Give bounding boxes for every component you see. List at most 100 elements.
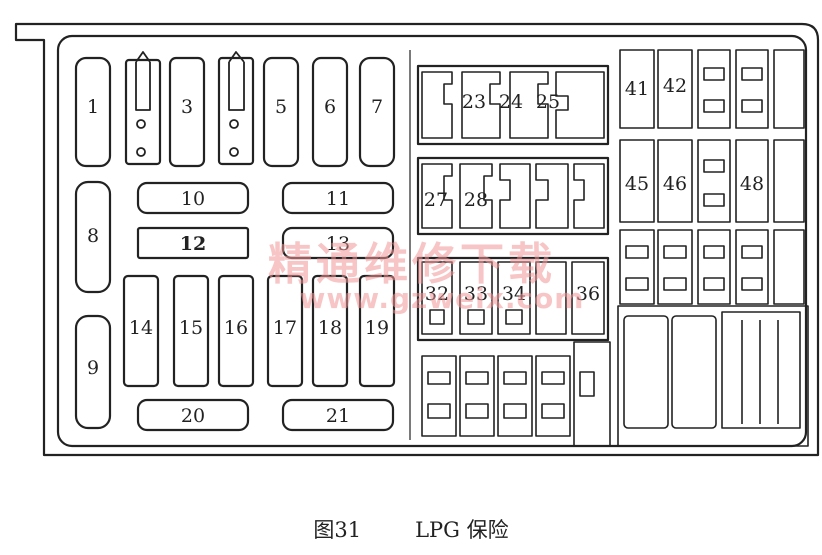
fuse-label-6: 6 (324, 96, 336, 118)
relay-23 (421, 71, 453, 139)
relay-label-32: 32 (425, 283, 449, 305)
relay-label-41: 41 (625, 78, 649, 100)
relay-45 (619, 139, 655, 223)
relay-socket-bottom-2 (459, 355, 495, 437)
fuse-19 (358, 274, 396, 388)
relay-47 (697, 139, 731, 223)
relay-25 (509, 71, 549, 139)
relay-socket-bottom-1 (421, 355, 457, 437)
relay-52 (735, 229, 769, 305)
fuse-label-11: 11 (326, 188, 350, 210)
relay-label-23: 23 (462, 91, 486, 113)
fuse-label-9: 9 (87, 357, 99, 379)
relay-33 (459, 261, 493, 335)
relay-44 (735, 49, 769, 129)
fuse-4 (217, 56, 255, 166)
fuse-label-5: 5 (275, 96, 287, 118)
fuse-label-14: 14 (129, 317, 153, 339)
fuse-box-diagram: 1 3 5 6 7 8 9 10 11 12 13 14 15 16 17 18… (14, 22, 820, 457)
connector-bottom-center (573, 341, 611, 447)
fuse-label-15: 15 (179, 317, 203, 339)
fuse-label-7: 7 (371, 96, 383, 118)
fuse-21 (281, 398, 395, 432)
fuse-6 (311, 56, 349, 168)
relay-label-33: 33 (464, 283, 488, 305)
right-bottom-frame (617, 305, 809, 447)
fuse-8 (74, 180, 112, 294)
fuse-label-8: 8 (87, 225, 99, 247)
fuse-12 (136, 226, 250, 260)
relay-31 (573, 163, 605, 229)
fuse-17 (266, 274, 304, 388)
relay-block-32-36 (416, 256, 610, 342)
fuse-label-13: 13 (326, 233, 350, 255)
figure-caption: 图31 LPG 保险 (0, 512, 822, 546)
fuse-label-17: 17 (273, 317, 297, 339)
relay-label-48: 48 (740, 173, 764, 195)
relay-label-25: 25 (536, 91, 560, 113)
fuse-label-12: 12 (180, 233, 206, 255)
relay-51 (697, 229, 731, 305)
fuse-10 (136, 181, 250, 215)
relay-label-28: 28 (464, 189, 488, 211)
fuse-16 (217, 274, 255, 388)
fuse-18 (311, 274, 349, 388)
relay-24 (461, 71, 501, 139)
relay-socket-bottom-3 (497, 355, 533, 437)
maxi-fuse-block (721, 311, 801, 429)
relay-27 (421, 163, 453, 229)
fuse-label-3: 3 (181, 96, 193, 118)
fuse-11 (281, 181, 395, 215)
relay-label-45: 45 (625, 173, 649, 195)
fuse-label-18: 18 (318, 317, 342, 339)
fuse-15 (172, 274, 210, 388)
relay-30 (535, 163, 569, 229)
relay-43 (697, 49, 731, 129)
right-box-1 (773, 49, 805, 129)
relay-block-27-31 (416, 156, 610, 236)
maxi-fuse-2 (671, 315, 717, 429)
right-box-3 (773, 229, 805, 305)
relay-36 (571, 261, 605, 335)
relay-32 (421, 261, 453, 335)
relay-label-42: 42 (663, 75, 687, 97)
relay-label-36: 36 (576, 283, 600, 305)
relay-29 (499, 163, 531, 229)
relay-49 (619, 229, 655, 305)
relay-48 (735, 139, 769, 223)
clip-detail-4 (228, 51, 245, 157)
fuse-7 (358, 56, 396, 168)
fuse-20 (136, 398, 250, 432)
relay-label-46: 46 (663, 173, 687, 195)
fuse-5 (262, 56, 300, 168)
clip-detail-2 (135, 51, 151, 157)
relay-label-34: 34 (502, 283, 526, 305)
figure-number: 图31 (313, 518, 362, 542)
relay-46 (657, 139, 693, 223)
relay-42 (657, 49, 693, 129)
relay-35 (535, 261, 567, 335)
fuse-9 (74, 314, 112, 430)
fuse-label-20: 20 (181, 405, 205, 427)
right-box-2 (773, 139, 805, 223)
fuse-13 (281, 226, 395, 260)
fuse-2 (124, 58, 162, 166)
maxi-fuse-1 (623, 315, 669, 429)
fuse-3 (168, 56, 206, 168)
fuse-box-outer-housing (14, 22, 820, 457)
fuse-1 (74, 56, 112, 168)
relay-socket-bottom-4 (535, 355, 571, 437)
fuse-label-10: 10 (181, 188, 205, 210)
fuse-box-inner-frame (56, 34, 808, 448)
relay-label-24: 24 (499, 91, 523, 113)
fuse-label-19: 19 (365, 317, 389, 339)
relay-28 (459, 163, 493, 229)
relay-50 (657, 229, 693, 305)
fuse-label-21: 21 (326, 405, 350, 427)
fuse-label-16: 16 (224, 317, 248, 339)
relay-34 (497, 261, 531, 335)
fuse-label-1: 1 (87, 96, 99, 118)
fuse-14 (122, 274, 160, 388)
relay-41 (619, 49, 655, 129)
relay-26 (555, 71, 605, 139)
